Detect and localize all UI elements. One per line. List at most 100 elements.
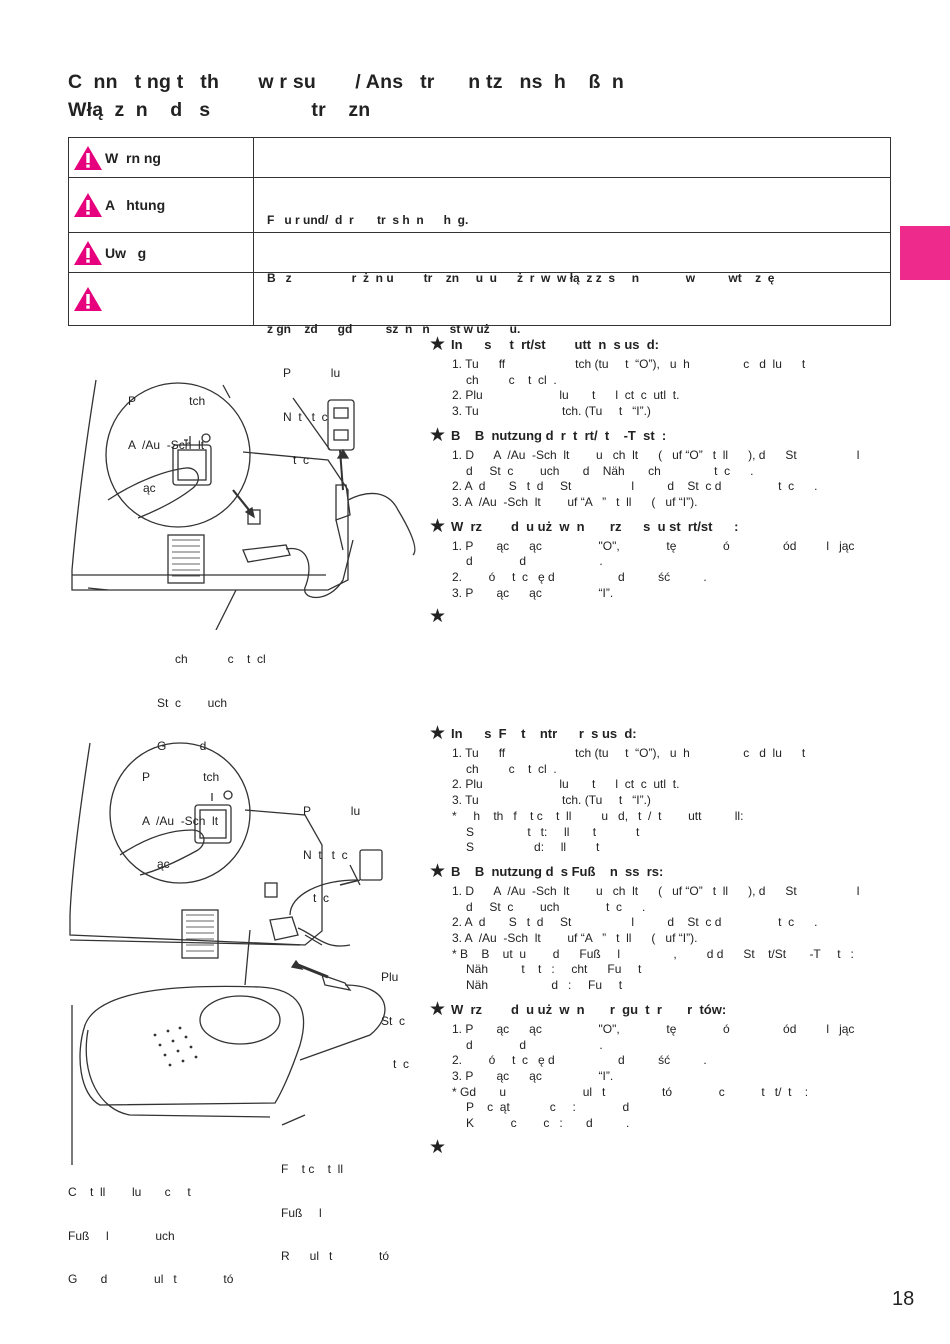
star-icon: ★ — [429, 515, 447, 537]
label-line: ąc — [157, 857, 170, 871]
step-text: S d: ll t — [466, 840, 600, 855]
step-text: 1. D A /Au -Sch lt u ch lt ( uf “O” t ll… — [452, 883, 860, 898]
machine-socket-label: ch c t cl St c uch G d — [157, 623, 266, 768]
warning-triangle-icon — [74, 241, 102, 265]
label-line: P tch — [128, 394, 206, 408]
heading-de: ★B B nutzung d r t rt/ t -T st : — [429, 424, 890, 448]
plug-socket-label: Plu St c t c — [381, 941, 409, 1086]
chapter-tab — [900, 226, 950, 280]
label-line: C t ll lu c t — [68, 1185, 191, 1199]
heading-text: W rz d u uż w n r gu t r r tów: — [451, 1001, 727, 1017]
step-text: * Gd u ul t tó c t t/ t : — [452, 1084, 809, 1099]
title-line-1: C nn t ng t th w r su / Ans tr n tz ns h… — [68, 71, 624, 93]
label-line: N t t c — [283, 409, 328, 424]
label-line: ąc — [143, 481, 156, 495]
heading-en: ★ In s t rt/st utt n s us d: — [429, 334, 890, 357]
label-line: t c — [293, 453, 310, 467]
page-number: 18 — [892, 1288, 915, 1310]
step-text: 2. ó t c ę d d ść . — [452, 570, 707, 585]
star-icon: ★ — [429, 723, 447, 744]
heading-text: In s F t ntr r s us d: — [451, 726, 637, 741]
heading-extra: ★ — [429, 606, 890, 629]
label-line: St c — [381, 1013, 406, 1028]
label-line: t c — [313, 891, 330, 905]
warning-row-extra — [69, 273, 890, 325]
star-icon: ★ — [429, 606, 447, 628]
step-text: d d . — [466, 554, 603, 569]
step-text: 2. ó t c ę d d ść . — [452, 1053, 707, 1068]
title-line-2: Włą z n d s tr zn — [68, 99, 371, 121]
heading-pl: ★W rz d u uż w n r gu t r r tów: — [429, 998, 890, 1022]
heading-pl: ★W rz d u uż w n rz s u st rt/st : — [429, 515, 890, 539]
warning-label: W rn ng — [105, 150, 161, 166]
step-text: d d . — [466, 1037, 603, 1052]
step-text: 3. Tu tch. (Tu t “I”.) — [452, 793, 651, 808]
label-line: A /Au -Sch lt — [142, 813, 219, 828]
warning-triangle-icon — [74, 193, 102, 217]
step-text: K c c : d . — [466, 1116, 630, 1131]
step-text: 3. A /Au -Sch lt uf “A ” t ll ( uf “I”). — [452, 494, 698, 509]
label-line: ch c t cl — [175, 652, 266, 666]
step-text: d St c uch t c . — [466, 899, 646, 914]
heading-extra: ★ — [429, 1136, 890, 1160]
warning-row-de: A htung F u r und/ d r tr s h n h g. — [69, 178, 890, 233]
step-text: 3. Tu tch. (Tu t “I”.) — [452, 404, 651, 419]
warning-row-en: W rn ng — [69, 138, 890, 178]
star-icon: ★ — [429, 860, 447, 882]
step-text: 2. A d S t d St l d St c d t c . — [452, 915, 818, 930]
label-line: R ul t tó — [281, 1249, 390, 1263]
power-switch-label: P tch A /Au -Sch lt ąc — [128, 365, 205, 510]
label-line: F t c t ll — [281, 1162, 344, 1176]
label-line: P lu — [303, 804, 361, 818]
warning-label: Uw g — [105, 245, 147, 261]
label-line: Fuß l uch — [68, 1228, 175, 1243]
step-text: 3. P ąc ąc “I”. — [452, 585, 614, 600]
warning-text-line-2: z gn zd gd sz n n st w uż u. — [267, 322, 521, 336]
star-icon: ★ — [429, 334, 447, 355]
warning-table: W rn ng A htung F u r und/ d r tr s h n … — [68, 137, 891, 336]
label-line: G d — [157, 739, 207, 753]
foot-control-label: F t c t ll Fuß l R ul t tó — [281, 1133, 389, 1278]
warning-triangle-icon — [74, 287, 102, 311]
label-line: Plu — [381, 970, 399, 984]
step-text: 2. A d S t d St l d St c d t c . — [452, 479, 818, 494]
step-text: 1. Tu ff tch (tu t “O”), u h c d lu t — [452, 746, 806, 760]
heading-text: In s t rt/st utt n s us d: — [451, 337, 660, 352]
heading-en: ★ In s F t ntr r s us d: — [429, 723, 890, 746]
step-text: 1. Tu ff tch (tu t “O”), u h c d lu t — [452, 357, 806, 371]
label-line: St c uch — [157, 695, 228, 710]
page-title: C nn t ng t th w r su / Ans tr n tz ns h… — [68, 68, 624, 124]
star-icon: ★ — [429, 1136, 447, 1158]
step-text: 3. A /Au -Sch lt uf “A ” t ll ( uf “I”). — [452, 931, 698, 946]
section-start-stop-button: ★ In s t rt/st utt n s us d: 1. Tu ff tch… — [429, 334, 890, 629]
step-text: 1. D A /Au -Sch lt u ch lt ( uf “O” t ll… — [452, 447, 860, 462]
power-plug-label-2: P lu N t t c t c — [303, 775, 360, 920]
power-switch-label-2: P tch A /Au -Sch lt ąc — [142, 741, 219, 886]
label-line: P lu — [283, 366, 341, 380]
label-line: P tch — [142, 770, 220, 784]
controller-cord-label: C t ll lu c t Fuß l uch G d ul t tó — [68, 1156, 233, 1301]
step-text: ch c t cl . — [466, 761, 557, 776]
warning-label: A htung — [105, 197, 166, 213]
label-line: A /Au -Sch lt — [128, 437, 205, 452]
heading-text: B B nutzung d r t rt/ t -T st : — [451, 427, 667, 443]
step-text: Näh d : Fu t — [466, 978, 623, 993]
foot-control-illustration — [69, 742, 386, 1165]
step-text: 3. P ąc ąc “I”. — [452, 1068, 614, 1083]
warning-triangle-icon — [74, 146, 102, 170]
warning-text: B z r ż n u tr zn u u ż r w w łą z z s n… — [267, 236, 880, 372]
heading-text: B B nutzung d s Fuß n ss rs: — [451, 863, 664, 879]
section-foot-control: ★ In s F t ntr r s us d: 1. Tu ff tch (tu… — [429, 723, 890, 1160]
star-icon: ★ — [429, 998, 447, 1020]
power-connection-illustration — [71, 379, 416, 630]
star-icon: ★ — [429, 424, 447, 446]
step-text: S t t: ll t t — [466, 824, 640, 839]
warning-text: F u r und/ d r tr s h n h g. — [267, 213, 469, 227]
step-text: d St c uch d Näh ch t c . — [466, 463, 754, 478]
step-text: 2. Plu lu t l ct c utl t. — [452, 777, 680, 792]
step-text: 2. Plu lu t l ct c utl t. — [452, 388, 680, 403]
heading-text: W rz d u uż w n rz s u st rt/st : — [451, 518, 739, 534]
step-text: 1. P ąc ąc "O", tę ó ód l jąc — [452, 1021, 855, 1036]
warning-text-line-1: B z r ż n u tr zn u u ż r w w łą z z s n… — [267, 271, 775, 285]
label-line: N t t c — [303, 847, 348, 862]
